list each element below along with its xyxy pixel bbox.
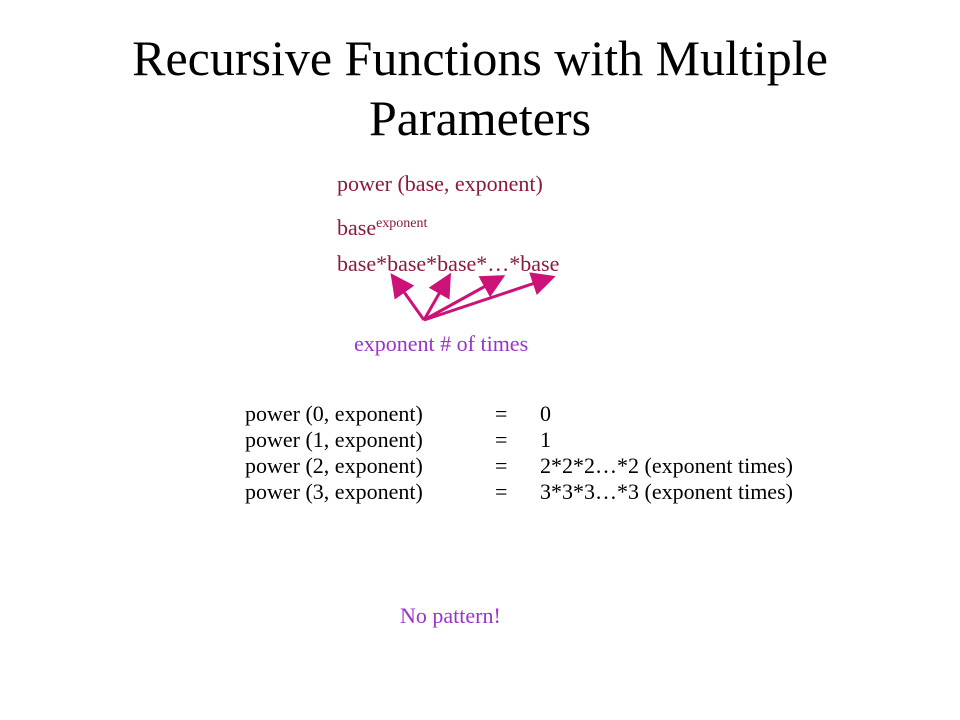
equation-lhs: power (0, exponent) [245,401,423,426]
equation-row: power (0, exponent) = 0 [245,401,793,427]
slide-title-line-1: Recursive Functions with Multiple [132,30,828,86]
arrow-2 [422,272,451,321]
function-signature: power (base, exponent) [337,171,543,196]
arrow-label: exponent # of times [354,331,529,356]
equation-rhs: 0 [540,401,551,426]
equation-row: power (3, exponent) = 3*3*3…*3 (exponent… [245,479,793,505]
equation-lhs: power (1, exponent) [245,427,423,452]
equation-rhs: 3*3*3…*3 (exponent times) [540,479,793,504]
arrow-3 [423,275,506,322]
equation-row: power (1, exponent) = 1 [245,427,793,453]
no-pattern-note: No pattern! [400,603,501,628]
equation-rhs: 1 [540,427,551,452]
power-expression: baseexponent [337,215,427,241]
slide-title: Recursive Functions with Multiple Parame… [0,28,960,148]
equation-row: power (2, exponent) = 2*2*2…*2 (exponent… [245,453,793,479]
equations-table: power (0, exponent) = 0 power (1, expone… [245,401,793,505]
equals-sign: = [495,453,508,478]
equals-sign: = [495,401,508,426]
equation-lhs: power (2, exponent) [245,453,423,478]
equals-sign: = [495,427,508,452]
power-expression-exponent: exponent [376,216,428,231]
slide-title-line-2: Parameters [368,90,592,146]
equation-rhs: 2*2*2…*2 (exponent times) [540,453,793,478]
arrow-1 [390,273,426,321]
equation-lhs: power (3, exponent) [245,479,423,504]
equals-sign: = [495,479,508,504]
arrow-4 [423,272,556,322]
expansion-expression: base*base*base*…*base [337,251,560,276]
power-expression-base: base [337,215,377,240]
